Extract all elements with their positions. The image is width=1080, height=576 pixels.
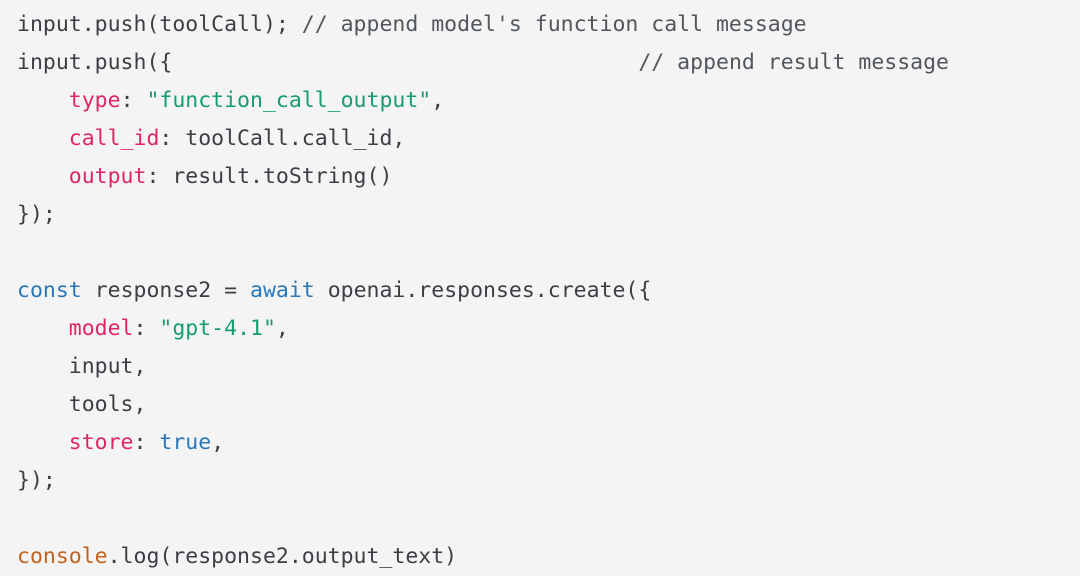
code-token-prop: output: [68, 164, 147, 189]
code-token-builtin: console: [17, 544, 108, 569]
code-token-plain: });: [17, 468, 56, 493]
code-lines: input.push(toolCall); // append model's …: [17, 6, 1080, 576]
code-token-plain: input.push(toolCall);: [17, 12, 302, 37]
code-token-punct: :: [133, 316, 160, 341]
code-token-punct: :: [120, 88, 147, 113]
code-line: tools,: [17, 386, 1080, 424]
code-token-punct: ,: [431, 88, 445, 113]
code-token-punct: :: [133, 430, 160, 455]
code-token-keyword: await: [250, 278, 315, 303]
code-token-plain: });: [17, 202, 56, 227]
code-line: });: [17, 196, 1080, 234]
code-token-string: "function_call_output": [146, 88, 432, 113]
code-line: input.push({ // append result message: [17, 44, 1080, 82]
code-token-plain: .log(response2.output_text): [107, 544, 458, 569]
code-token-plain: input.push({: [17, 50, 173, 75]
code-line: console.log(response2.output_text): [17, 538, 1080, 576]
code-token-keyword: true: [159, 430, 212, 455]
code-token-prop: type: [68, 88, 121, 113]
code-token-plain: [17, 430, 69, 455]
code-line: });: [17, 462, 1080, 500]
code-line: input.push(toolCall); // append model's …: [17, 6, 1080, 44]
code-token-prop: model: [68, 316, 134, 341]
code-token-string: "gpt-4.1": [159, 316, 276, 341]
code-token-punct: ,: [275, 316, 289, 341]
code-line: output: result.toString(): [17, 158, 1080, 196]
code-line: [17, 500, 1080, 538]
code-token-comment: // append model's function call message: [301, 12, 807, 37]
code-token-plain: toolCall.call_id,: [185, 126, 406, 151]
code-line: [17, 234, 1080, 272]
code-token-comment: // append result message: [638, 50, 950, 75]
code-token-punct: :: [146, 164, 173, 189]
code-token-prop: call_id: [68, 126, 160, 151]
code-token-plain: openai.responses.create({: [314, 278, 652, 303]
code-token-plain: tools,: [17, 392, 147, 417]
code-token-punct: :: [159, 126, 186, 151]
code-token-plain: [17, 316, 69, 341]
code-line: model: "gpt-4.1",: [17, 310, 1080, 348]
code-line: call_id: toolCall.call_id,: [17, 120, 1080, 158]
code-token-plain: [17, 164, 69, 189]
code-token-keyword: const: [17, 278, 82, 303]
code-token-plain: [17, 126, 69, 151]
code-token-plain: [17, 88, 69, 113]
code-line: const response2 = await openai.responses…: [17, 272, 1080, 310]
code-token-plain: [172, 50, 638, 75]
code-line: store: true,: [17, 424, 1080, 462]
code-token-plain: result.toString(): [172, 164, 393, 189]
code-token-prop: store: [68, 430, 134, 455]
code-line: type: "function_call_output",: [17, 82, 1080, 120]
code-token-plain: input,: [17, 354, 147, 379]
code-token-punct: ,: [211, 430, 225, 455]
code-token-plain: response2 =: [81, 278, 251, 303]
code-line: input,: [17, 348, 1080, 386]
